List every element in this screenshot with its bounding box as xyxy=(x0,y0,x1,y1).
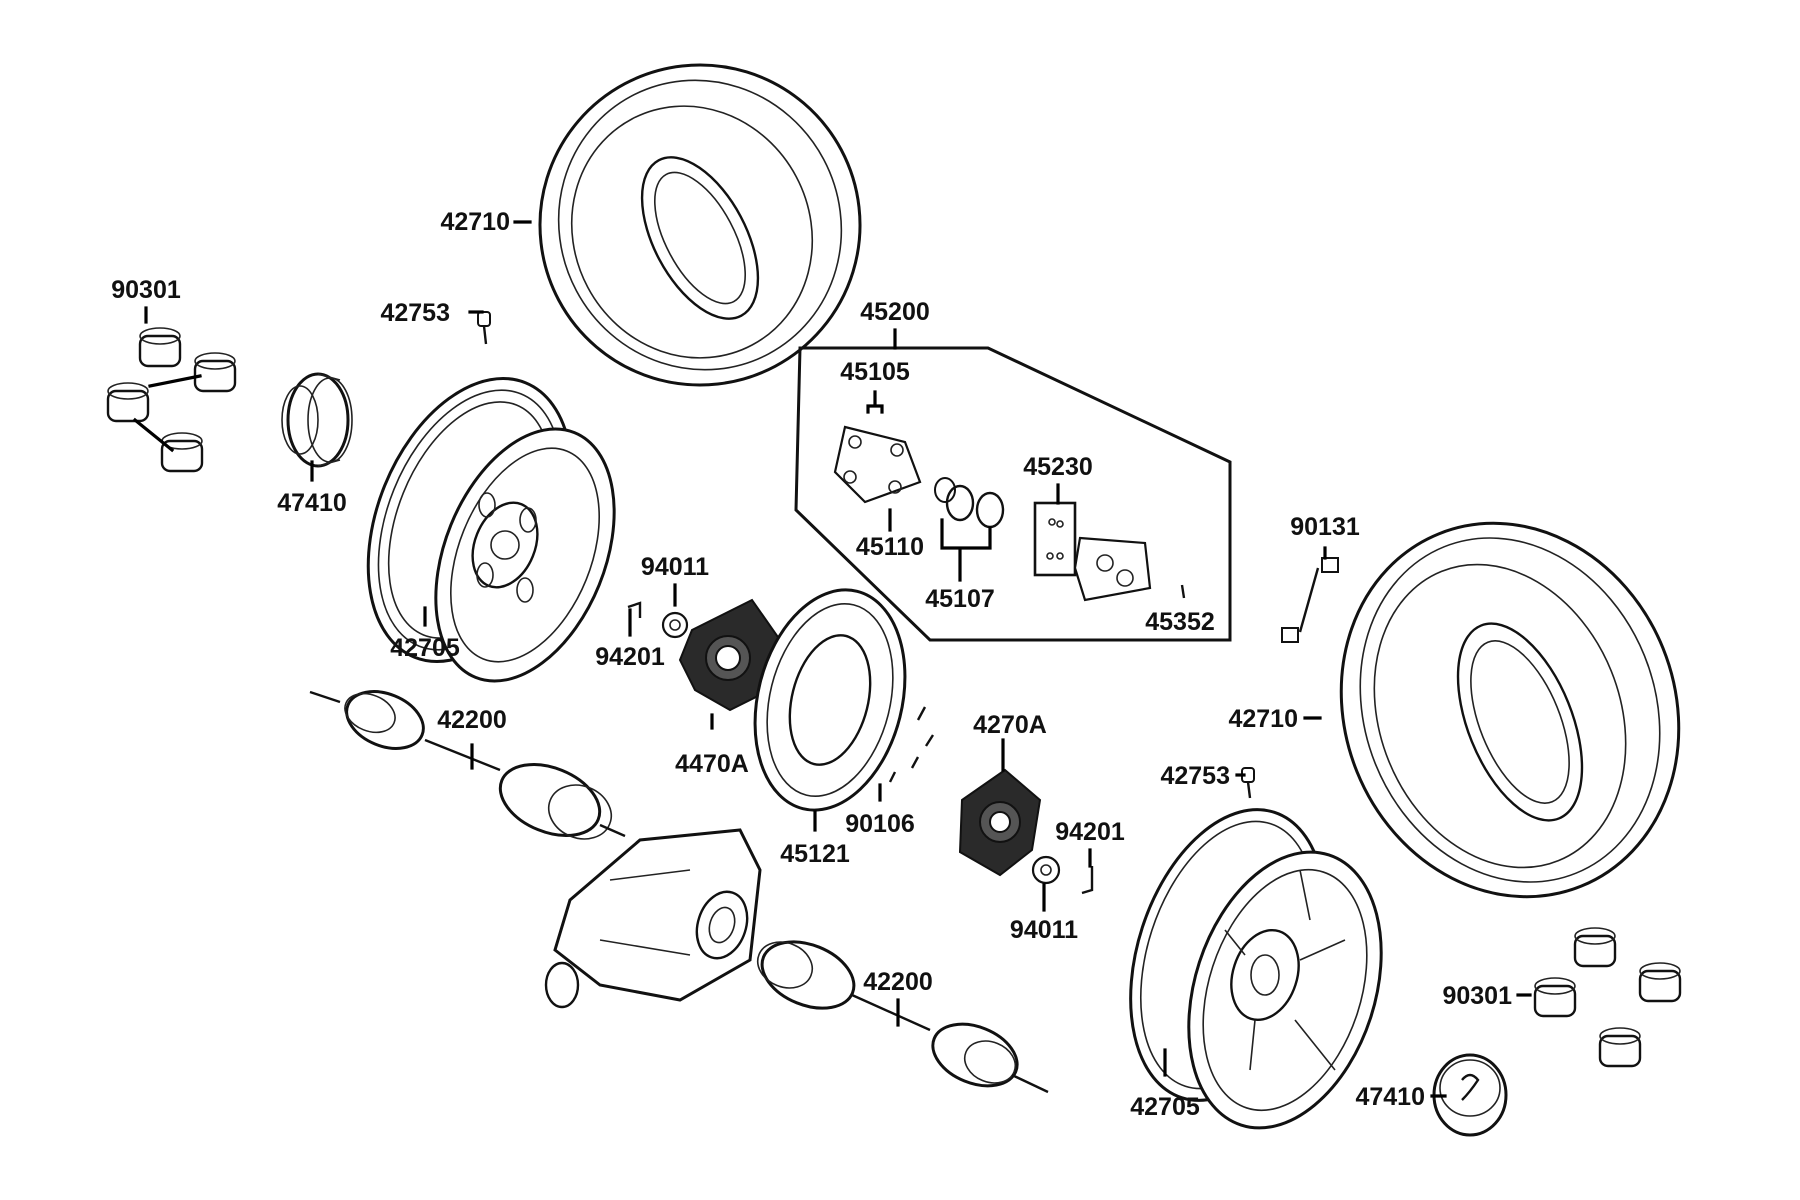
label-nut-right: 94011 xyxy=(1010,916,1078,944)
label-valve-lower: 42753 xyxy=(1160,762,1230,790)
label-axle-lower: 42200 xyxy=(863,968,933,996)
label-disc: 45121 xyxy=(780,840,850,868)
label-disc-bolts: 90106 xyxy=(845,810,915,838)
differential xyxy=(544,828,762,1009)
label-bracket: 45105 xyxy=(840,358,910,386)
caliper-body xyxy=(1073,536,1152,602)
cotter-pin-right xyxy=(1081,866,1094,895)
label-stud-bolt: 90131 xyxy=(1290,513,1360,541)
rim-right xyxy=(1129,808,1383,1130)
axle-lower xyxy=(756,940,1049,1094)
label-center-cap-left: 47410 xyxy=(277,489,347,517)
axle-upper xyxy=(309,690,626,840)
caliper-assembly-box xyxy=(794,346,1232,642)
stud-bolt xyxy=(1281,557,1339,643)
hub-left xyxy=(678,598,782,712)
hub-right xyxy=(958,768,1042,877)
valve-stem-lower xyxy=(1241,767,1255,799)
label-rim-right: 42705 xyxy=(1130,1093,1200,1121)
label-pads: 45230 xyxy=(1023,453,1093,481)
tire-lower xyxy=(1339,521,1681,899)
label-tire-lower: 42710 xyxy=(1228,705,1298,733)
leader-lines xyxy=(132,220,1532,1098)
disc-bolts xyxy=(888,706,935,783)
label-rim-left: 42705 xyxy=(390,634,460,662)
label-hub-left: 4470A xyxy=(675,750,749,778)
label-lug-nuts-left: 90301 xyxy=(111,276,181,304)
brake-disc xyxy=(753,588,907,812)
castle-nut-right xyxy=(1031,855,1061,885)
lug-nuts-right xyxy=(1533,927,1682,1068)
label-axle-upper: 42200 xyxy=(437,706,507,734)
label-cotter-right: 94201 xyxy=(1055,818,1125,846)
label-valve-upper: 42753 xyxy=(380,299,450,327)
castle-nut-left xyxy=(661,611,689,639)
tire-upper xyxy=(538,63,862,387)
label-cotter-left: 94201 xyxy=(595,643,665,671)
label-piston-seals: 45107 xyxy=(925,585,995,613)
center-cap-left xyxy=(281,372,353,468)
label-nut-left: 94011 xyxy=(641,553,709,581)
cotter-pin-left xyxy=(627,601,642,618)
lug-nuts-left xyxy=(106,327,237,473)
rim-left xyxy=(366,377,616,683)
label-center-cap-right: 47410 xyxy=(1355,1083,1425,1111)
label-hub-right: 4270A xyxy=(973,711,1047,739)
caliper-bracket xyxy=(833,425,922,504)
label-lug-nuts-right: 90301 xyxy=(1442,982,1512,1010)
label-pin: 45110 xyxy=(856,533,924,561)
label-caliper-assembly: 45200 xyxy=(860,298,930,326)
valve-stem-upper xyxy=(477,311,491,345)
label-tire-upper: 42710 xyxy=(440,208,510,236)
label-bleeder: 45352 xyxy=(1145,608,1215,636)
